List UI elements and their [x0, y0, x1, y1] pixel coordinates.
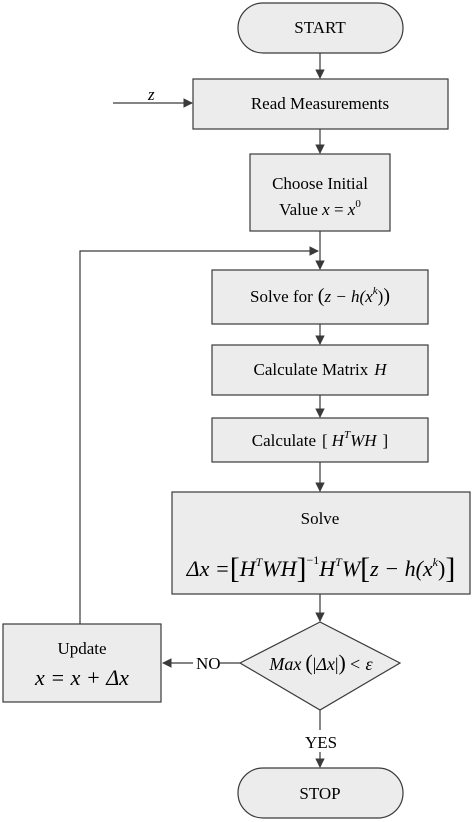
decision-diamond: Max(|Δx|)< ε — [238, 621, 402, 711]
solve-title: Solve — [301, 509, 340, 528]
stop-label: STOP — [299, 784, 340, 803]
yes-label: YES — [305, 733, 337, 752]
stop-terminal: STOP — [237, 767, 404, 819]
update-title: Update — [57, 639, 106, 658]
choose-initial-box: Choose Initial Value x = x0 — [249, 153, 391, 232]
input-z-label: z — [147, 85, 155, 104]
read-measurements-label: Read Measurements — [251, 94, 389, 113]
update-box: Update x = x + Δx — [2, 623, 162, 703]
no-label: NO — [196, 654, 221, 673]
update-expression: x = x + Δx — [34, 665, 129, 690]
decision-text: Max(|Δx|)< ε — [268, 650, 373, 675]
solve-box: Solve Δx =[HTWH]−1HTW[z − h(xk)] — [171, 491, 471, 595]
start-label: START — [294, 18, 346, 37]
choose-initial-line1: Choose Initial — [272, 174, 368, 193]
loop-back-line — [79, 246, 319, 624]
solve-equation: Δx =[HTWH]−1HTW[z − h(xk)] — [186, 552, 456, 585]
choose-initial-line2: Value x = x0 — [279, 198, 361, 219]
solve-for-text: Solve for(z − h(xk)) — [250, 285, 390, 307]
calculate-text: Calculate[HTWH] — [252, 429, 388, 450]
start-terminal: START — [237, 2, 404, 54]
calculate-box: Calculate[HTWH] — [211, 417, 429, 463]
solve-for-box: Solve for(z − h(xk)) — [211, 269, 429, 325]
read-measurements-box: Read Measurements — [192, 78, 449, 130]
